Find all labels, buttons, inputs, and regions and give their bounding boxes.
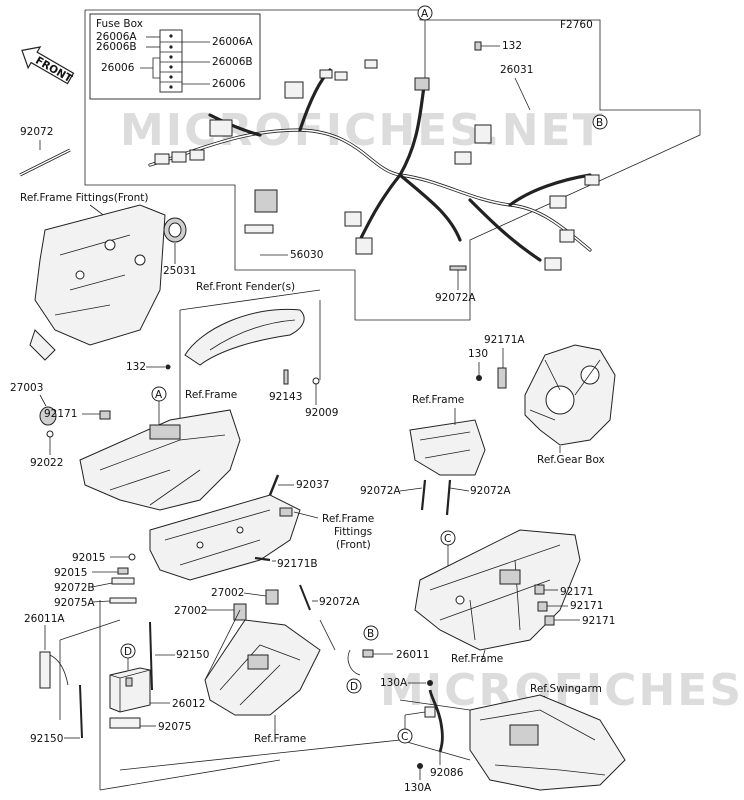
front-fender	[184, 308, 305, 366]
ref-frame-fittings-front: Ref.Frame Fittings(Front)	[20, 192, 149, 204]
ref-frame-2: Ref.Frame	[412, 394, 464, 406]
fuse-box-panel: Fuse Box 26006A 26006B 26006 26006A 2600…	[89, 13, 261, 100]
part-132-top: 132	[502, 40, 522, 52]
frame-fittings-bracket	[34, 204, 166, 346]
part-92171-c1: 92171	[560, 586, 593, 598]
figure-code: F2760	[560, 19, 593, 31]
callout-a-frame: A	[151, 386, 167, 402]
part-26031: 26031	[500, 64, 533, 76]
part-26011: 26011	[396, 649, 429, 661]
part-92015-a: 92015	[72, 552, 105, 564]
part-92150-b: 92150	[30, 733, 63, 745]
fuse-label-right-2: 26006B	[212, 56, 253, 68]
callout-b-top: B	[592, 114, 608, 130]
part-92022: 92022	[30, 457, 63, 469]
part-92150-a: 92150	[176, 649, 209, 661]
main-wiring-harness	[148, 59, 600, 271]
ref-gear-box: Ref.Gear Box	[537, 454, 605, 466]
part-92009: 92009	[305, 407, 338, 419]
frame-section-1	[79, 409, 241, 511]
ref-frame-1: Ref.Frame	[185, 389, 237, 401]
ref-frame-fittings-line2: Fittings	[334, 526, 372, 538]
part-27002-a: 27002	[211, 587, 244, 599]
frame-section-2	[409, 419, 486, 476]
fuse-label-left-1: 26006A	[96, 31, 137, 43]
part-92171-left: 92171	[44, 408, 77, 420]
fuse-box-title: Fuse Box	[96, 18, 143, 30]
part-92171-c3: 92171	[582, 615, 615, 627]
fuse-label-right-1: 26006A	[212, 36, 253, 48]
svg-text:C: C	[401, 731, 408, 743]
svg-text:B: B	[367, 628, 374, 640]
part-92143: 92143	[269, 391, 302, 403]
battery	[109, 667, 151, 713]
part-92072A-mid: 92072A	[319, 596, 360, 608]
callout-a-top: A	[417, 5, 433, 21]
part-92072A-top: 92072A	[435, 292, 476, 304]
svg-text:A: A	[421, 8, 429, 20]
part-92072: 92072	[20, 126, 53, 138]
ref-frame-fittings-line3: (Front)	[336, 539, 371, 551]
part-92072B: 92072B	[54, 582, 95, 594]
part-25031: 25031	[163, 265, 196, 277]
callout-d-connector: D	[346, 678, 362, 694]
part-92171-c2: 92171	[570, 600, 603, 612]
callout-c-frame: C	[440, 530, 456, 546]
part-92171A: 92171A	[484, 334, 525, 346]
part-92037: 92037	[296, 479, 329, 491]
watermark-top: MICROFICHES.NET	[120, 105, 605, 156]
part-92072A-left: 92072A	[360, 485, 401, 497]
ref-front-fender: Ref.Front Fender(s)	[196, 281, 295, 293]
svg-text:C: C	[444, 533, 451, 545]
callout-b-connector: B	[363, 625, 379, 641]
front-arrow-icon: FRONT	[21, 46, 75, 85]
harness-group-outline	[84, 9, 701, 321]
part-26012: 26012	[172, 698, 205, 710]
svg-text:A: A	[155, 389, 163, 401]
fuse-label-left-3: 26006	[101, 62, 135, 74]
ref-frame-4: Ref.Frame	[451, 653, 503, 665]
part-26011A: 26011A	[24, 613, 65, 625]
part-132-mid: 132	[126, 361, 146, 373]
part-130-gear: 130	[468, 348, 488, 360]
part-92171B: 92171B	[277, 558, 318, 570]
part-27002-b: 27002	[174, 605, 207, 617]
ref-frame-fittings-line1: Ref.Frame	[322, 513, 374, 525]
callout-d-battery: D	[120, 643, 136, 659]
part-27003: 27003	[10, 382, 43, 394]
ref-swingarm: Ref.Swingarm	[530, 683, 602, 695]
part-92015-b: 92015	[54, 567, 87, 579]
svg-text:B: B	[596, 117, 603, 129]
ref-frame-3: Ref.Frame	[254, 733, 306, 745]
part-92075: 92075	[158, 721, 191, 733]
svg-text:D: D	[124, 646, 132, 658]
fuse-label-right-3: 26006	[212, 78, 246, 90]
part-130A-a: 130A	[380, 677, 408, 689]
frame-fittings-mid	[149, 494, 301, 581]
part-92086: 92086	[430, 767, 464, 779]
fuse-label-left-2: 26006B	[96, 41, 137, 53]
callout-c-strap: C	[397, 728, 413, 744]
svg-text:D: D	[350, 681, 358, 693]
part-92072A-right: 92072A	[470, 485, 511, 497]
part-130A-b: 130A	[404, 782, 432, 794]
part-56030: 56030	[290, 249, 323, 261]
part-92075A: 92075A	[54, 597, 95, 609]
